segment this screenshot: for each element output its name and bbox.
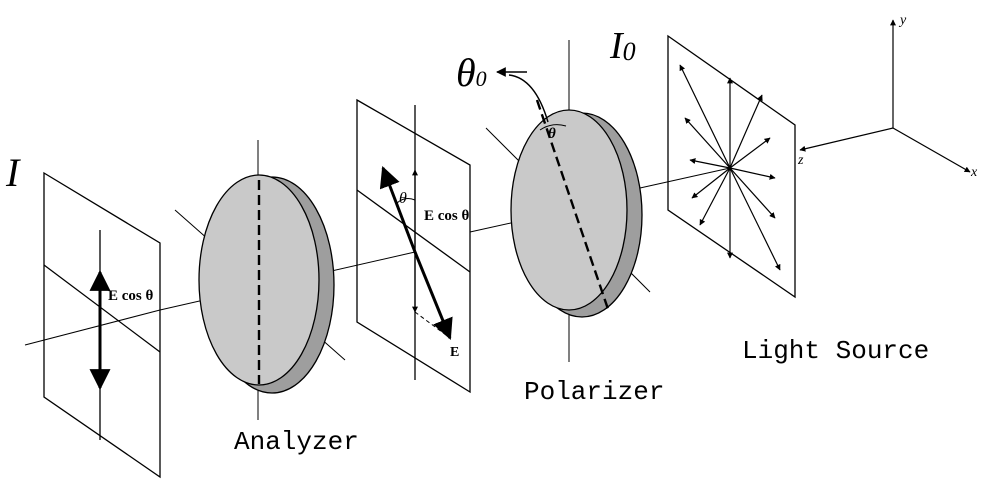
middle-ecos-label: E cos θ [424,208,470,224]
coordinate-axes [799,19,971,173]
polarizer-disk [485,40,651,362]
axis-z-label: z [797,153,804,168]
axis-y-label: y [898,13,907,28]
axis-x-label: x [970,165,978,180]
polarizer-label: Polarizer [524,377,664,407]
source-screen [667,34,796,299]
field-components [379,166,453,340]
intensity-out-label: I [5,150,21,195]
analyzer-disk [174,140,346,420]
polarizer-theta-label: θ [548,126,556,142]
unpolarized-light-arrows [679,64,781,271]
intensity-in-label: I0 [609,25,636,67]
analyzer-label: Analyzer [234,427,359,457]
theta0-label: θ0 [456,50,487,95]
left-ecos-label: E cos θ [108,288,154,304]
e-vector-label: E [450,345,459,360]
light-source-label: Light Source [742,336,929,366]
middle-theta-label: θ [399,190,407,207]
